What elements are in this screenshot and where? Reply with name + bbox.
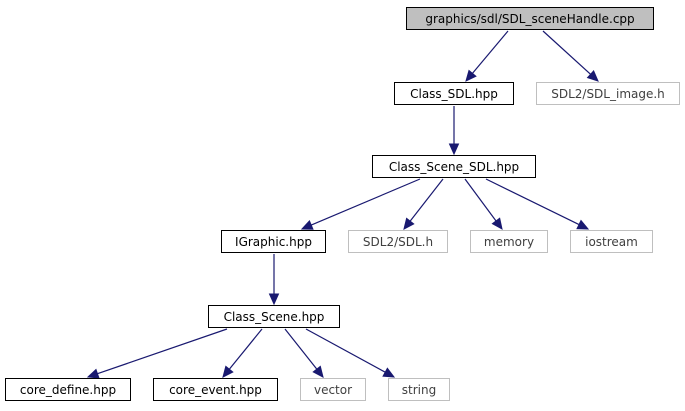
node-class-sdl[interactable]: Class_SDL.hpp xyxy=(394,82,514,105)
node-sdl-h: SDL2/SDL.h xyxy=(348,230,448,253)
edge-line xyxy=(97,328,228,375)
edge-class-scene-to-string xyxy=(305,328,396,378)
node-iostream: iostream xyxy=(570,230,653,253)
edge-class-scene-sdl-to-igraphic xyxy=(300,178,421,230)
edge-class-sdl-to-class-scene-sdl xyxy=(448,106,460,156)
node-root-file[interactable]: graphics/sdl/SDL_sceneHandle.cpp xyxy=(406,7,654,30)
arrowhead xyxy=(312,365,324,378)
edge-line xyxy=(485,178,580,226)
node-core-event[interactable]: core_event.hpp xyxy=(153,378,278,401)
edge-class-scene-to-core-define xyxy=(86,328,228,379)
edge-line xyxy=(464,178,497,222)
node-vector: vector xyxy=(300,378,366,401)
arrowhead xyxy=(576,219,590,230)
arrowhead xyxy=(268,293,280,306)
arrowhead xyxy=(300,220,314,230)
node-igraphic[interactable]: IGraphic.hpp xyxy=(221,230,326,253)
node-core-define[interactable]: core_define.hpp xyxy=(5,378,131,401)
arrowhead xyxy=(222,365,234,378)
edge-class-scene-sdl-to-memory xyxy=(464,178,503,230)
node-string: string xyxy=(388,378,450,401)
edge-igraphic-to-class-scene xyxy=(268,254,280,306)
node-sdl-image: SDL2/SDL_image.h xyxy=(536,82,680,105)
arrowhead xyxy=(86,368,100,379)
arrowhead xyxy=(586,70,599,82)
arrowhead xyxy=(448,143,460,156)
edge-root-to-class-sdl xyxy=(465,30,509,82)
edge-line xyxy=(284,328,318,370)
edge-line xyxy=(228,328,263,370)
edge-line xyxy=(310,178,421,226)
arrowhead xyxy=(491,217,503,230)
node-class-scene-sdl[interactable]: Class_Scene_SDL.hpp xyxy=(372,155,536,178)
arrowhead xyxy=(465,69,477,82)
edge-class-scene-sdl-to-iostream xyxy=(485,178,590,230)
edge-line xyxy=(409,178,444,222)
edge-line xyxy=(471,30,509,74)
arrowhead xyxy=(403,217,415,230)
edge-class-scene-to-vector xyxy=(284,328,324,378)
node-memory: memory xyxy=(470,230,548,253)
edge-line xyxy=(305,328,386,373)
edge-class-scene-to-core-event xyxy=(222,328,263,378)
edge-root-to-sdl-image xyxy=(542,30,599,82)
edge-line xyxy=(542,30,592,75)
node-class-scene[interactable]: Class_Scene.hpp xyxy=(208,305,340,328)
arrowhead xyxy=(382,367,396,378)
edge-class-scene-sdl-to-sdl-h xyxy=(403,178,444,230)
